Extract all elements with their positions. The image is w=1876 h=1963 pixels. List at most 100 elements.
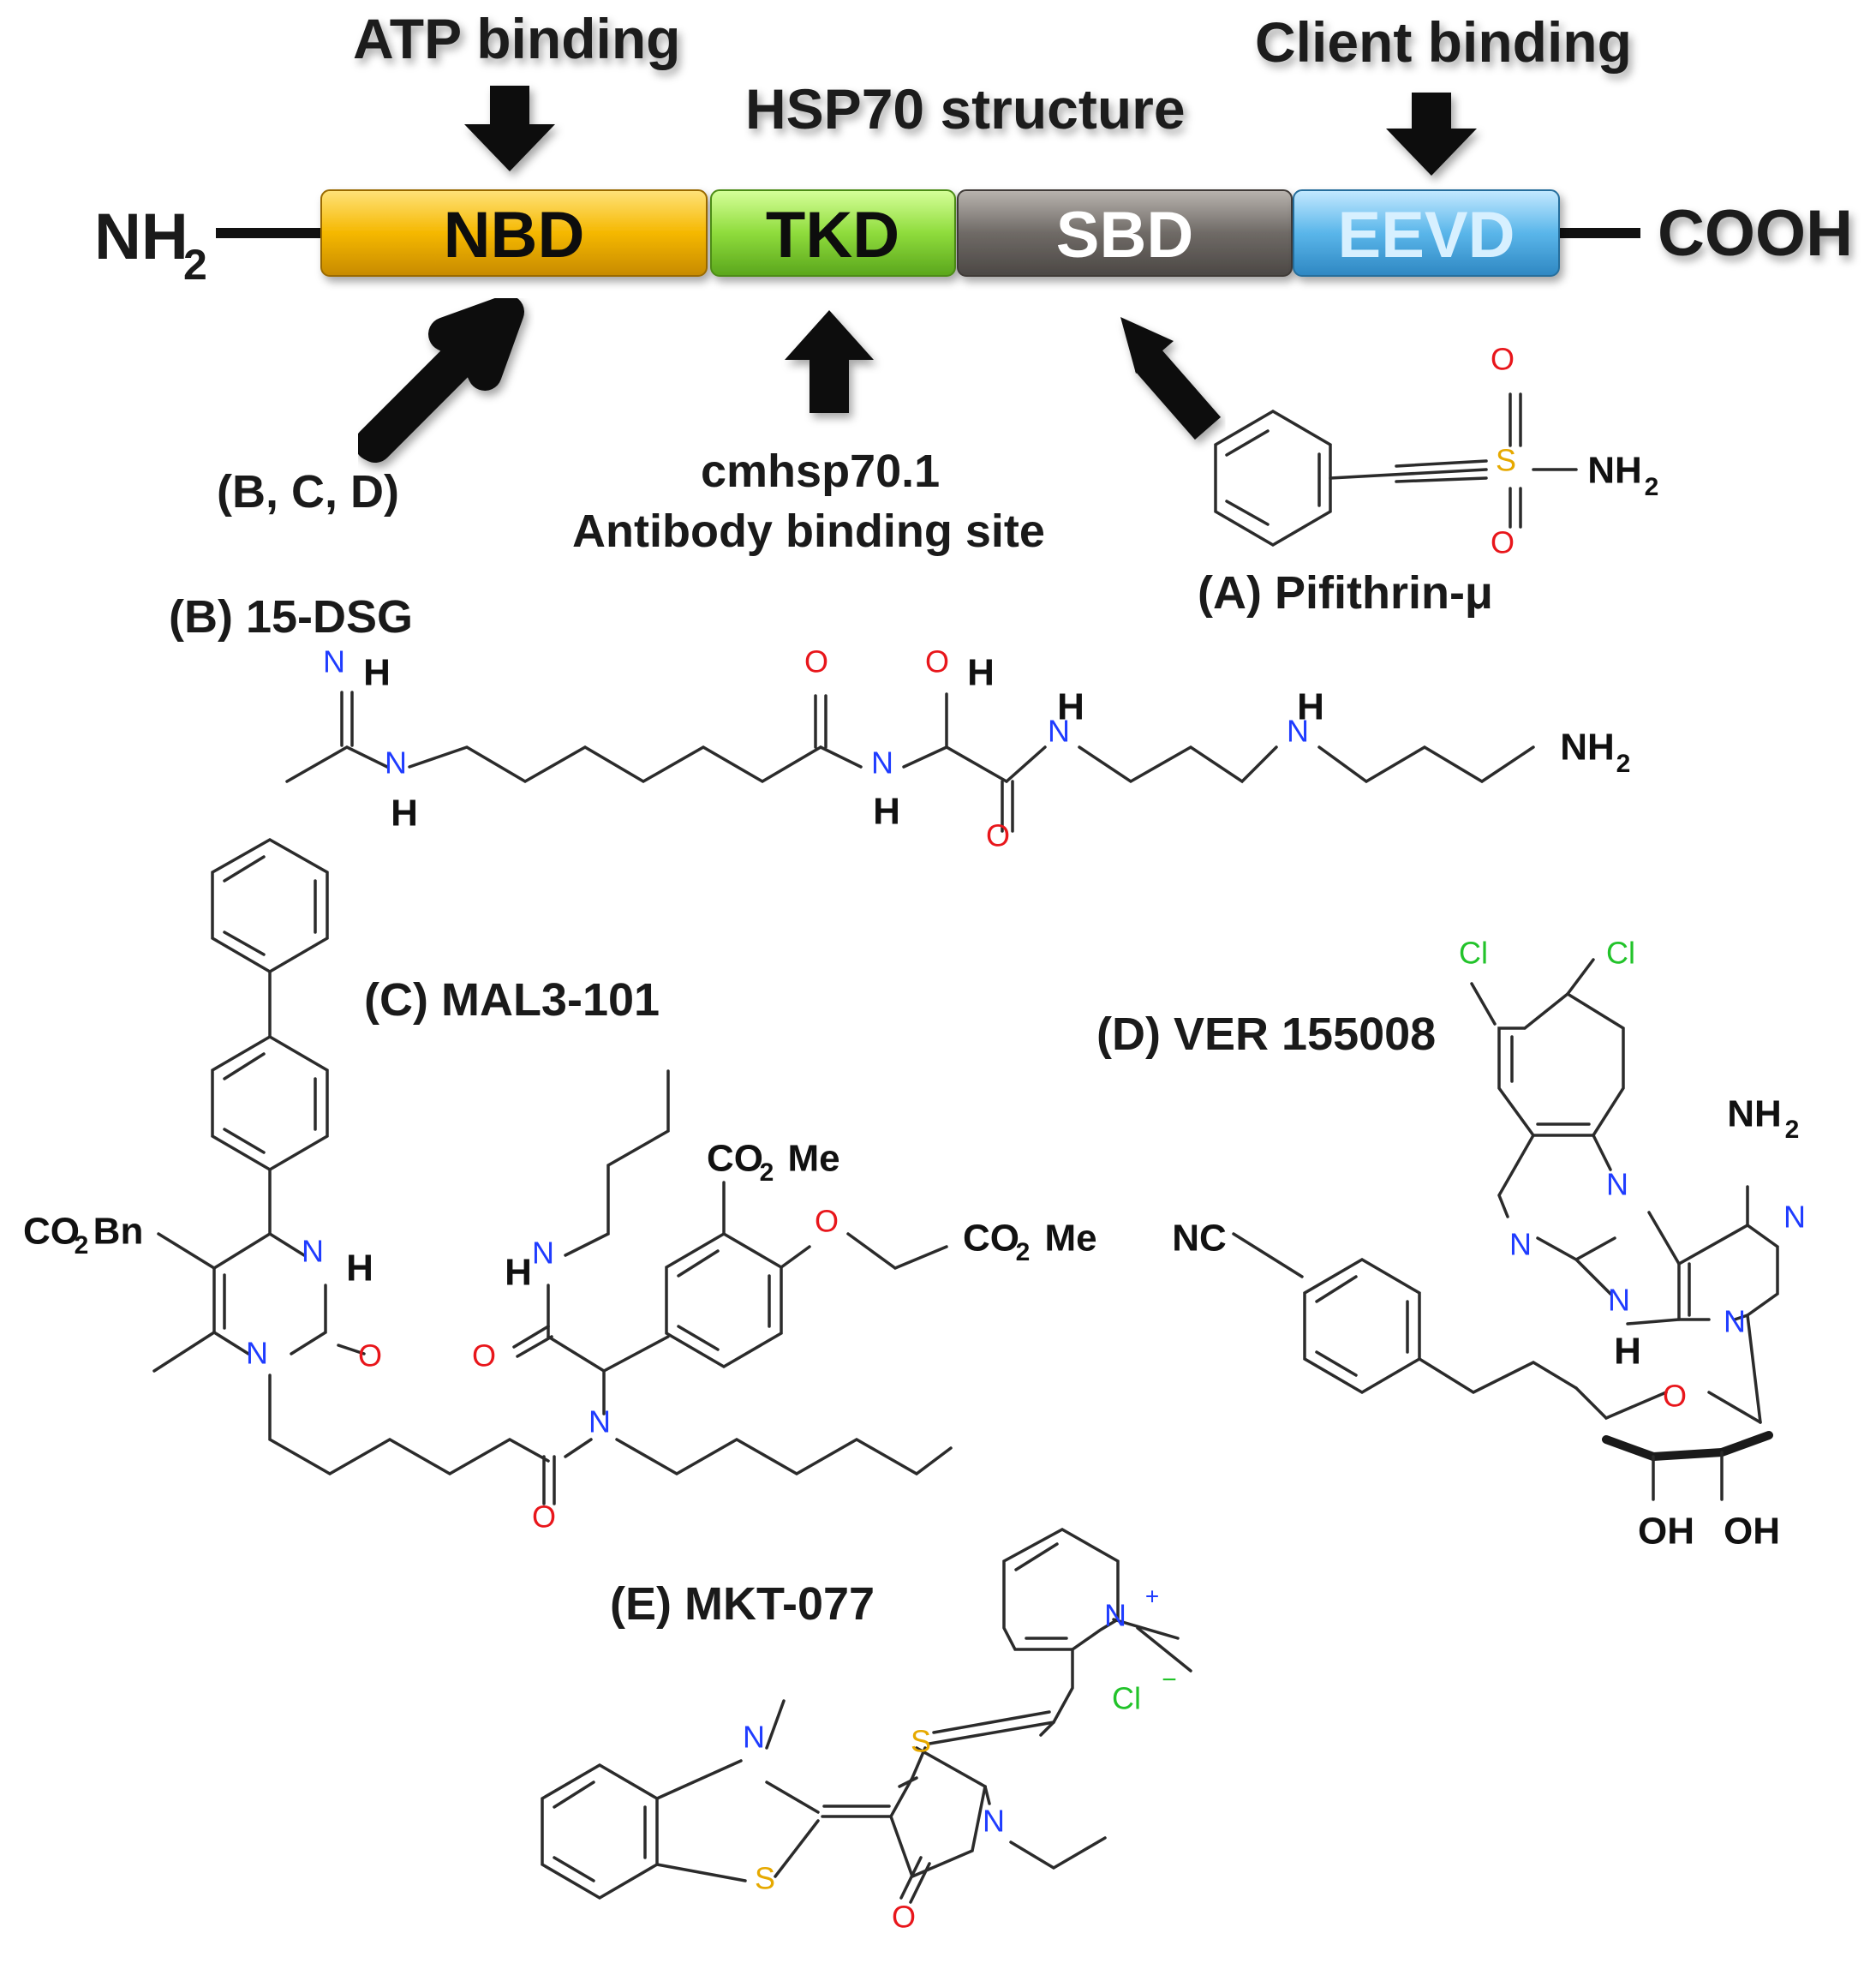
atom-n: N: [1724, 1304, 1746, 1339]
atom-h: H: [391, 793, 418, 835]
nbd-site-label: (B, C, D): [217, 466, 399, 518]
atom-h: H: [1057, 686, 1084, 728]
svg-text:2: 2: [1616, 750, 1631, 778]
atom-n: N: [743, 1720, 765, 1755]
compound-a-structure: [1214, 392, 1578, 548]
atom-o: O: [472, 1338, 496, 1374]
domain-nbd: NBD: [320, 189, 708, 277]
svg-text:SBD: SBD: [1056, 199, 1193, 272]
atom-s: S: [911, 1724, 931, 1759]
c-terminus: COOH: [1658, 197, 1853, 270]
svg-text:NH: NH: [1587, 450, 1642, 492]
tkd-antibody-arrow: [785, 310, 874, 413]
compound-b-structure: [285, 691, 1535, 833]
domain-eevd: EEVD: [1293, 189, 1560, 277]
nbd-inhibitor-arrow: [355, 295, 524, 463]
svg-text:Bn: Bn: [93, 1211, 144, 1253]
atom-n: N: [983, 1804, 1005, 1839]
domain-tkd: TKD: [710, 189, 956, 277]
atom-co2bn: CO 2 Bn: [23, 1211, 143, 1260]
atom-co2me: CO 2 Me: [707, 1138, 840, 1187]
svg-text:NH: NH: [94, 200, 188, 273]
charge-minus: −: [1162, 1666, 1177, 1694]
compound-c-label: (C) MAL3-101: [364, 974, 660, 1026]
atom-n: N: [532, 1236, 554, 1271]
antibody-label-line1: cmhsp70.1: [701, 446, 940, 497]
svg-text:2: 2: [75, 1231, 89, 1260]
atom-nh2: NH 2: [1560, 727, 1630, 778]
atom-h: H: [505, 1252, 532, 1294]
svg-text:CO: CO: [23, 1211, 80, 1253]
atom-h: H: [363, 652, 391, 694]
atom-nc: NC: [1172, 1218, 1227, 1260]
atom-nh2: NH 2: [1727, 1093, 1799, 1144]
atom-h: H: [967, 652, 995, 694]
client-binding-label: Client binding: [1255, 10, 1632, 74]
atp-binding-label: ATP binding: [353, 7, 681, 70]
atom-cl: Cl: [1459, 936, 1488, 971]
atom-o: O: [358, 1338, 382, 1374]
svg-text:NH: NH: [1727, 1093, 1782, 1135]
atom-n: N: [385, 745, 407, 781]
atom-oh: OH: [1724, 1511, 1780, 1553]
svg-text:NH: NH: [1560, 727, 1615, 769]
sbd-pifithrin-arrow: [1120, 317, 1222, 440]
compound-e-label: (E) MKT-077: [610, 1578, 875, 1630]
atom-o: O: [804, 644, 828, 679]
atom-o: O: [1491, 525, 1515, 560]
atom-n: N: [871, 745, 893, 781]
atom-n: N: [1783, 1200, 1806, 1235]
svg-text:CO: CO: [963, 1218, 1019, 1260]
domain-sbd: SBD: [957, 189, 1293, 277]
atom-o: O: [1491, 342, 1515, 377]
svg-text:2: 2: [760, 1158, 774, 1187]
atom-n-plus: N: [1104, 1598, 1126, 1633]
page-title: HSP70 structure: [745, 77, 1186, 141]
atom-co2me: CO 2 Me: [963, 1218, 1097, 1266]
n-terminus: NH 2: [94, 200, 207, 289]
svg-text:2: 2: [1785, 1116, 1800, 1144]
atom-h: H: [1297, 686, 1324, 728]
atom-n: N: [1608, 1283, 1630, 1318]
atom-n: N: [1287, 714, 1309, 749]
atom-o: O: [815, 1204, 839, 1239]
svg-text:Me: Me: [787, 1138, 839, 1180]
atom-h: H: [346, 1248, 373, 1290]
compound-a-label: (A) Pifithrin-μ: [1198, 567, 1493, 619]
compound-d-label: (D) VER 155008: [1096, 1008, 1436, 1060]
atom-s: S: [755, 1861, 775, 1896]
atp-binding-arrow: [464, 86, 555, 171]
svg-text:2: 2: [183, 241, 207, 289]
compound-b-label: (B) 15-DSG: [169, 591, 413, 643]
atom-o: O: [925, 644, 949, 679]
atom-cl: Cl: [1606, 936, 1635, 971]
atom-cl: Cl: [1112, 1681, 1141, 1716]
svg-text:2: 2: [1645, 473, 1659, 501]
atom-n: N: [302, 1234, 324, 1269]
atom-n: N: [1509, 1227, 1532, 1262]
client-binding-arrow: [1386, 93, 1477, 176]
atom-oh: OH: [1638, 1511, 1694, 1553]
antibody-label-line2: Antibody binding site: [572, 506, 1045, 557]
atom-o: O: [892, 1900, 916, 1935]
atom-o: O: [986, 818, 1010, 853]
atom-n: N: [1606, 1167, 1628, 1202]
atom-n: N: [323, 644, 345, 679]
atom-h: H: [873, 791, 900, 833]
atom-h: H: [1614, 1331, 1641, 1373]
svg-text:EEVD: EEVD: [1338, 199, 1515, 272]
atom-n: N: [1048, 714, 1070, 749]
atom-n: N: [246, 1336, 268, 1371]
compound-c-structure: [152, 837, 953, 1505]
svg-text:NBD: NBD: [444, 199, 585, 272]
atom-s: S: [1496, 443, 1516, 478]
svg-text:CO: CO: [707, 1138, 763, 1180]
svg-text:2: 2: [1016, 1238, 1031, 1266]
atom-nh2: NH 2: [1587, 450, 1658, 501]
compound-e-structure: [541, 1527, 1192, 1904]
svg-text:Me: Me: [1044, 1218, 1096, 1260]
charge-plus: +: [1145, 1583, 1159, 1609]
atom-n: N: [588, 1404, 611, 1439]
atom-o: O: [1663, 1379, 1687, 1414]
